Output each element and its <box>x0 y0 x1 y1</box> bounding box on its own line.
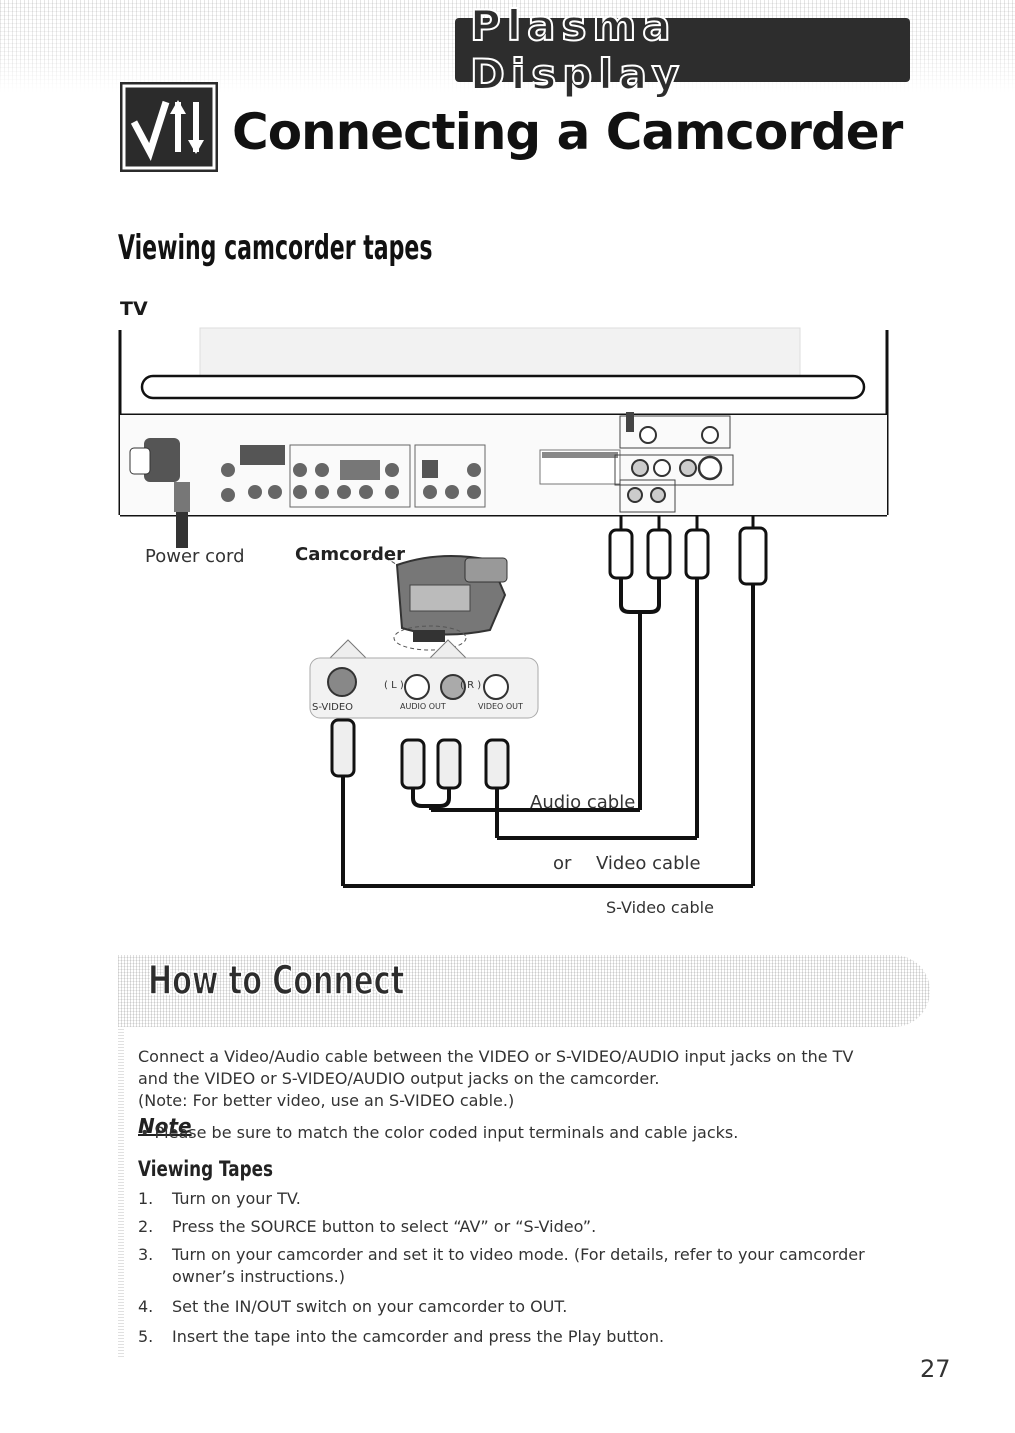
connection-logo-icon <box>120 82 218 172</box>
power-cord-label: Power cord <box>145 546 245 567</box>
tv-rear-panel <box>118 327 889 517</box>
note-bullet: • Please be sure to match the color code… <box>140 1123 739 1142</box>
tv-label: TV <box>120 298 148 320</box>
step-2: 2.Press the SOURCE button to select “AV”… <box>138 1217 597 1236</box>
camcorder-label: Camcorder <box>295 544 405 565</box>
or-label: or <box>553 853 572 874</box>
how-to-band <box>118 955 930 1027</box>
audio-cable-label: Audio cable <box>530 792 636 813</box>
video-out-label: VIDEO OUT <box>478 702 523 711</box>
camcorder-illustration <box>393 555 508 651</box>
svideo-port-label: S-VIDEO <box>312 702 354 713</box>
step-4: 4.Set the IN/OUT switch on your camcorde… <box>138 1297 568 1316</box>
note-heading: Note <box>138 1114 192 1138</box>
page-title: Connecting a Camcorder <box>232 103 903 161</box>
step-1: 1.Turn on your TV. <box>138 1189 301 1208</box>
tv-cable-plugs <box>608 516 768 586</box>
connection-diagram <box>118 327 889 888</box>
step-3: 3.Turn on your camcorder and set it to v… <box>138 1245 865 1264</box>
power-cord-plug <box>129 438 190 548</box>
audio-l-label: ( L ) <box>384 680 404 691</box>
video-cable-label: Video cable <box>596 853 701 874</box>
camcorder-output-panel <box>309 639 539 719</box>
audio-out-label: AUDIO OUT <box>400 702 446 711</box>
left-rule <box>118 1027 124 1357</box>
section-title: Viewing camcorder tapes <box>118 228 433 268</box>
instruction-note-inline: (Note: For better video, use an S-VIDEO … <box>138 1091 515 1110</box>
instruction-line-2: and the VIDEO or S-VIDEO/AUDIO output ja… <box>138 1069 660 1088</box>
instruction-line-1: Connect a Video/Audio cable between the … <box>138 1047 854 1066</box>
step-3-continued: owner’s instructions.) <box>172 1267 345 1286</box>
how-to-title: How to Connect <box>147 957 405 1005</box>
step-5: 5.Insert the tape into the camcorder and… <box>138 1327 665 1346</box>
audio-r-label: ( R ) <box>460 680 482 691</box>
brand-title: Plasma Display <box>469 0 686 100</box>
viewing-tapes-heading: Viewing Tapes <box>138 1157 274 1181</box>
page-number: 27 <box>920 1355 951 1383</box>
svideo-cable-label: S-Video cable <box>606 898 714 917</box>
brand-banner <box>455 18 910 82</box>
